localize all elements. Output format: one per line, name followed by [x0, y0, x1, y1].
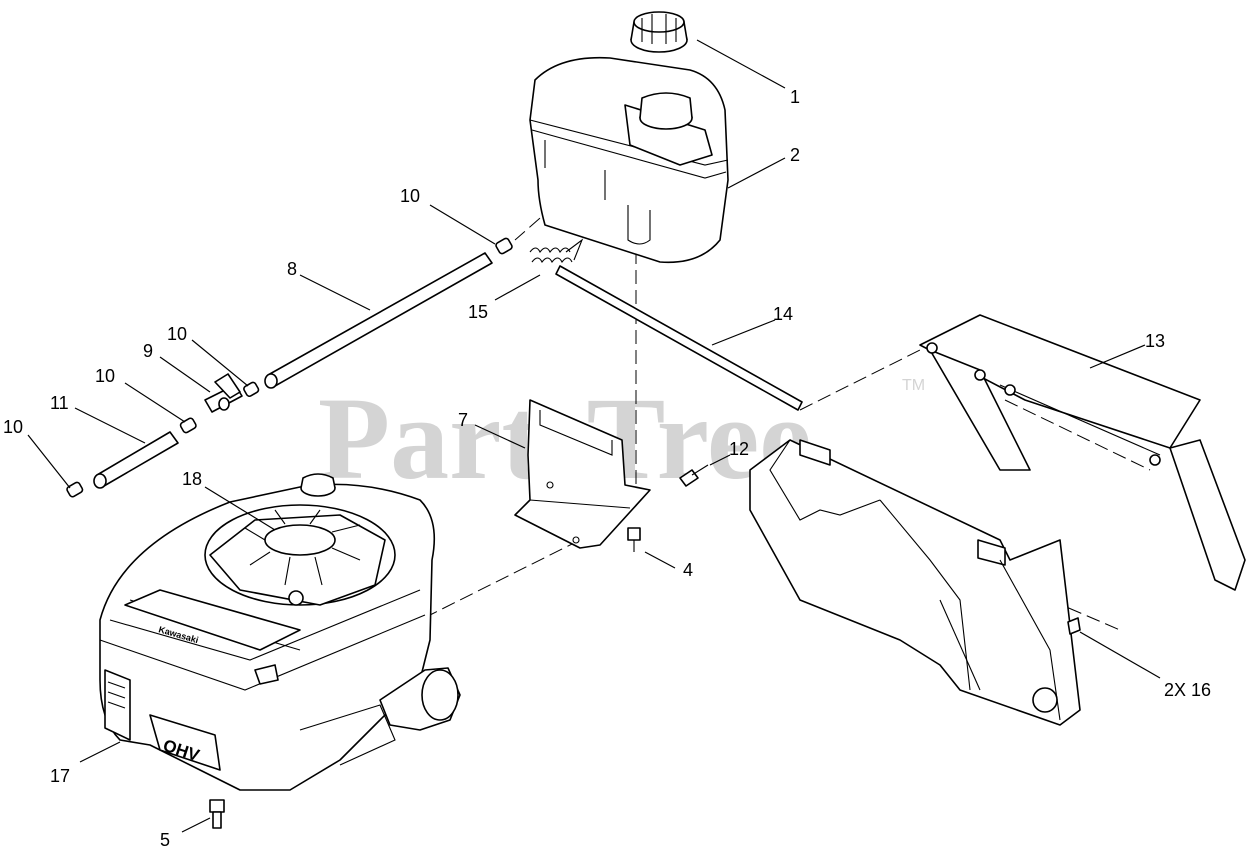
callout-10-top: 10 [400, 186, 420, 206]
callout-2x-16: 2X 16 [1164, 680, 1211, 700]
callout-18: 18 [182, 469, 202, 489]
shutoff-valve [204, 373, 243, 413]
fuel-tank [529, 56, 729, 264]
cover-panel [919, 314, 1246, 591]
leader-lines [27, 39, 1161, 833]
watermark-trademark: TM [902, 377, 925, 394]
callout-7: 7 [458, 410, 468, 430]
callout-13: 13 [1145, 331, 1165, 351]
callout-15: 15 [468, 302, 488, 322]
callout-10-upper-mid: 10 [167, 324, 187, 344]
callout-5: 5 [160, 830, 170, 850]
bracket [514, 399, 651, 549]
engine: OHV Kawasaki [99, 473, 461, 791]
fuel-line-lower [66, 417, 197, 498]
assembly-lines [429, 204, 1151, 631]
callout-4: 4 [683, 560, 693, 580]
callout-10-lower-mid: 10 [95, 366, 115, 386]
callout-9: 9 [143, 341, 153, 361]
callout-14: 14 [773, 304, 793, 324]
callout-12: 12 [729, 439, 749, 459]
fuel-line-upper [243, 237, 513, 398]
fuel-cap [630, 11, 688, 53]
callout-1: 1 [790, 87, 800, 107]
callout-11: 11 [50, 393, 69, 413]
throttle-rod [529, 238, 803, 411]
callout-17: 17 [50, 766, 70, 786]
callout-8: 8 [287, 259, 297, 279]
callouts: 1 2 10 8 15 14 13 10 9 10 11 10 7 12 4 1… [3, 87, 1211, 850]
callout-2: 2 [790, 145, 800, 165]
chassis-frame [749, 439, 1081, 726]
callout-10-bottom: 10 [3, 417, 23, 437]
screws [209, 464, 709, 829]
